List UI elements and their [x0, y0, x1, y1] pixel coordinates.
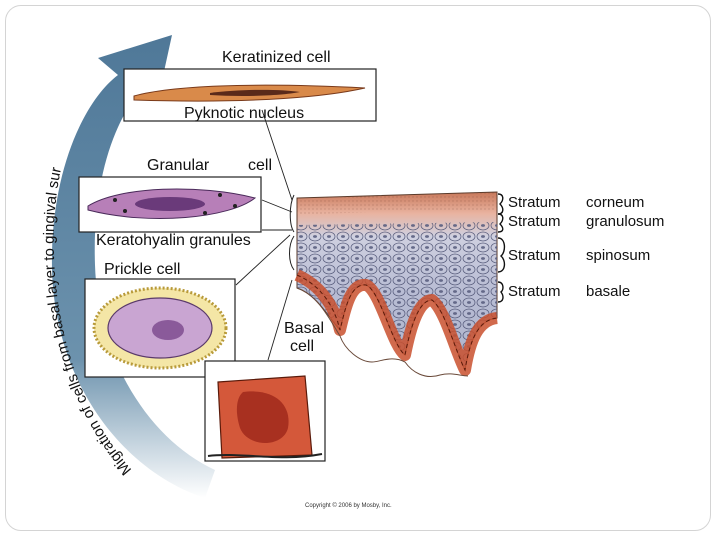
- slide-frame: [5, 5, 711, 531]
- stratum-spinosum-word: Stratum: [508, 247, 561, 264]
- keratohyalin-granules-label: Keratohyalin granules: [96, 232, 251, 249]
- stratum-basale-word: Stratum: [508, 283, 561, 300]
- keratinized-cell-label: Keratinized cell: [222, 49, 331, 66]
- basal-cell-label: cell: [290, 338, 315, 355]
- prickle-nucleus-shape: [152, 320, 184, 340]
- stratum-corneum-word: Stratum: [508, 194, 561, 211]
- leader-lines: [235, 109, 293, 361]
- copyright-notice: Copyright © 2006 by Mosby, Inc.: [305, 503, 392, 509]
- stratum-spinosum-name: spinosum: [586, 247, 651, 264]
- prickle-cell-label: Prickle cell: [104, 261, 181, 278]
- stratum-granulosum-word: Stratum: [508, 213, 561, 230]
- granular-cell-label: cell: [248, 157, 273, 174]
- pyknotic-nucleus-label: Pyknotic nucleus: [184, 105, 305, 122]
- basal-label: Basal: [284, 320, 325, 337]
- pyknotic-nucleus-shape: [210, 89, 300, 96]
- strata-brackets: [497, 193, 506, 303]
- stratum-granulosum-name: granulosum: [586, 213, 665, 230]
- migration-arrow: [51, 35, 215, 498]
- stratum-corneum-name: corneum: [586, 194, 645, 211]
- basal-nucleus-shape: [236, 391, 289, 443]
- granular-label: Granular: [147, 157, 210, 174]
- stratum-basale-name: basale: [586, 283, 631, 300]
- granular-nucleus-shape: [135, 197, 205, 211]
